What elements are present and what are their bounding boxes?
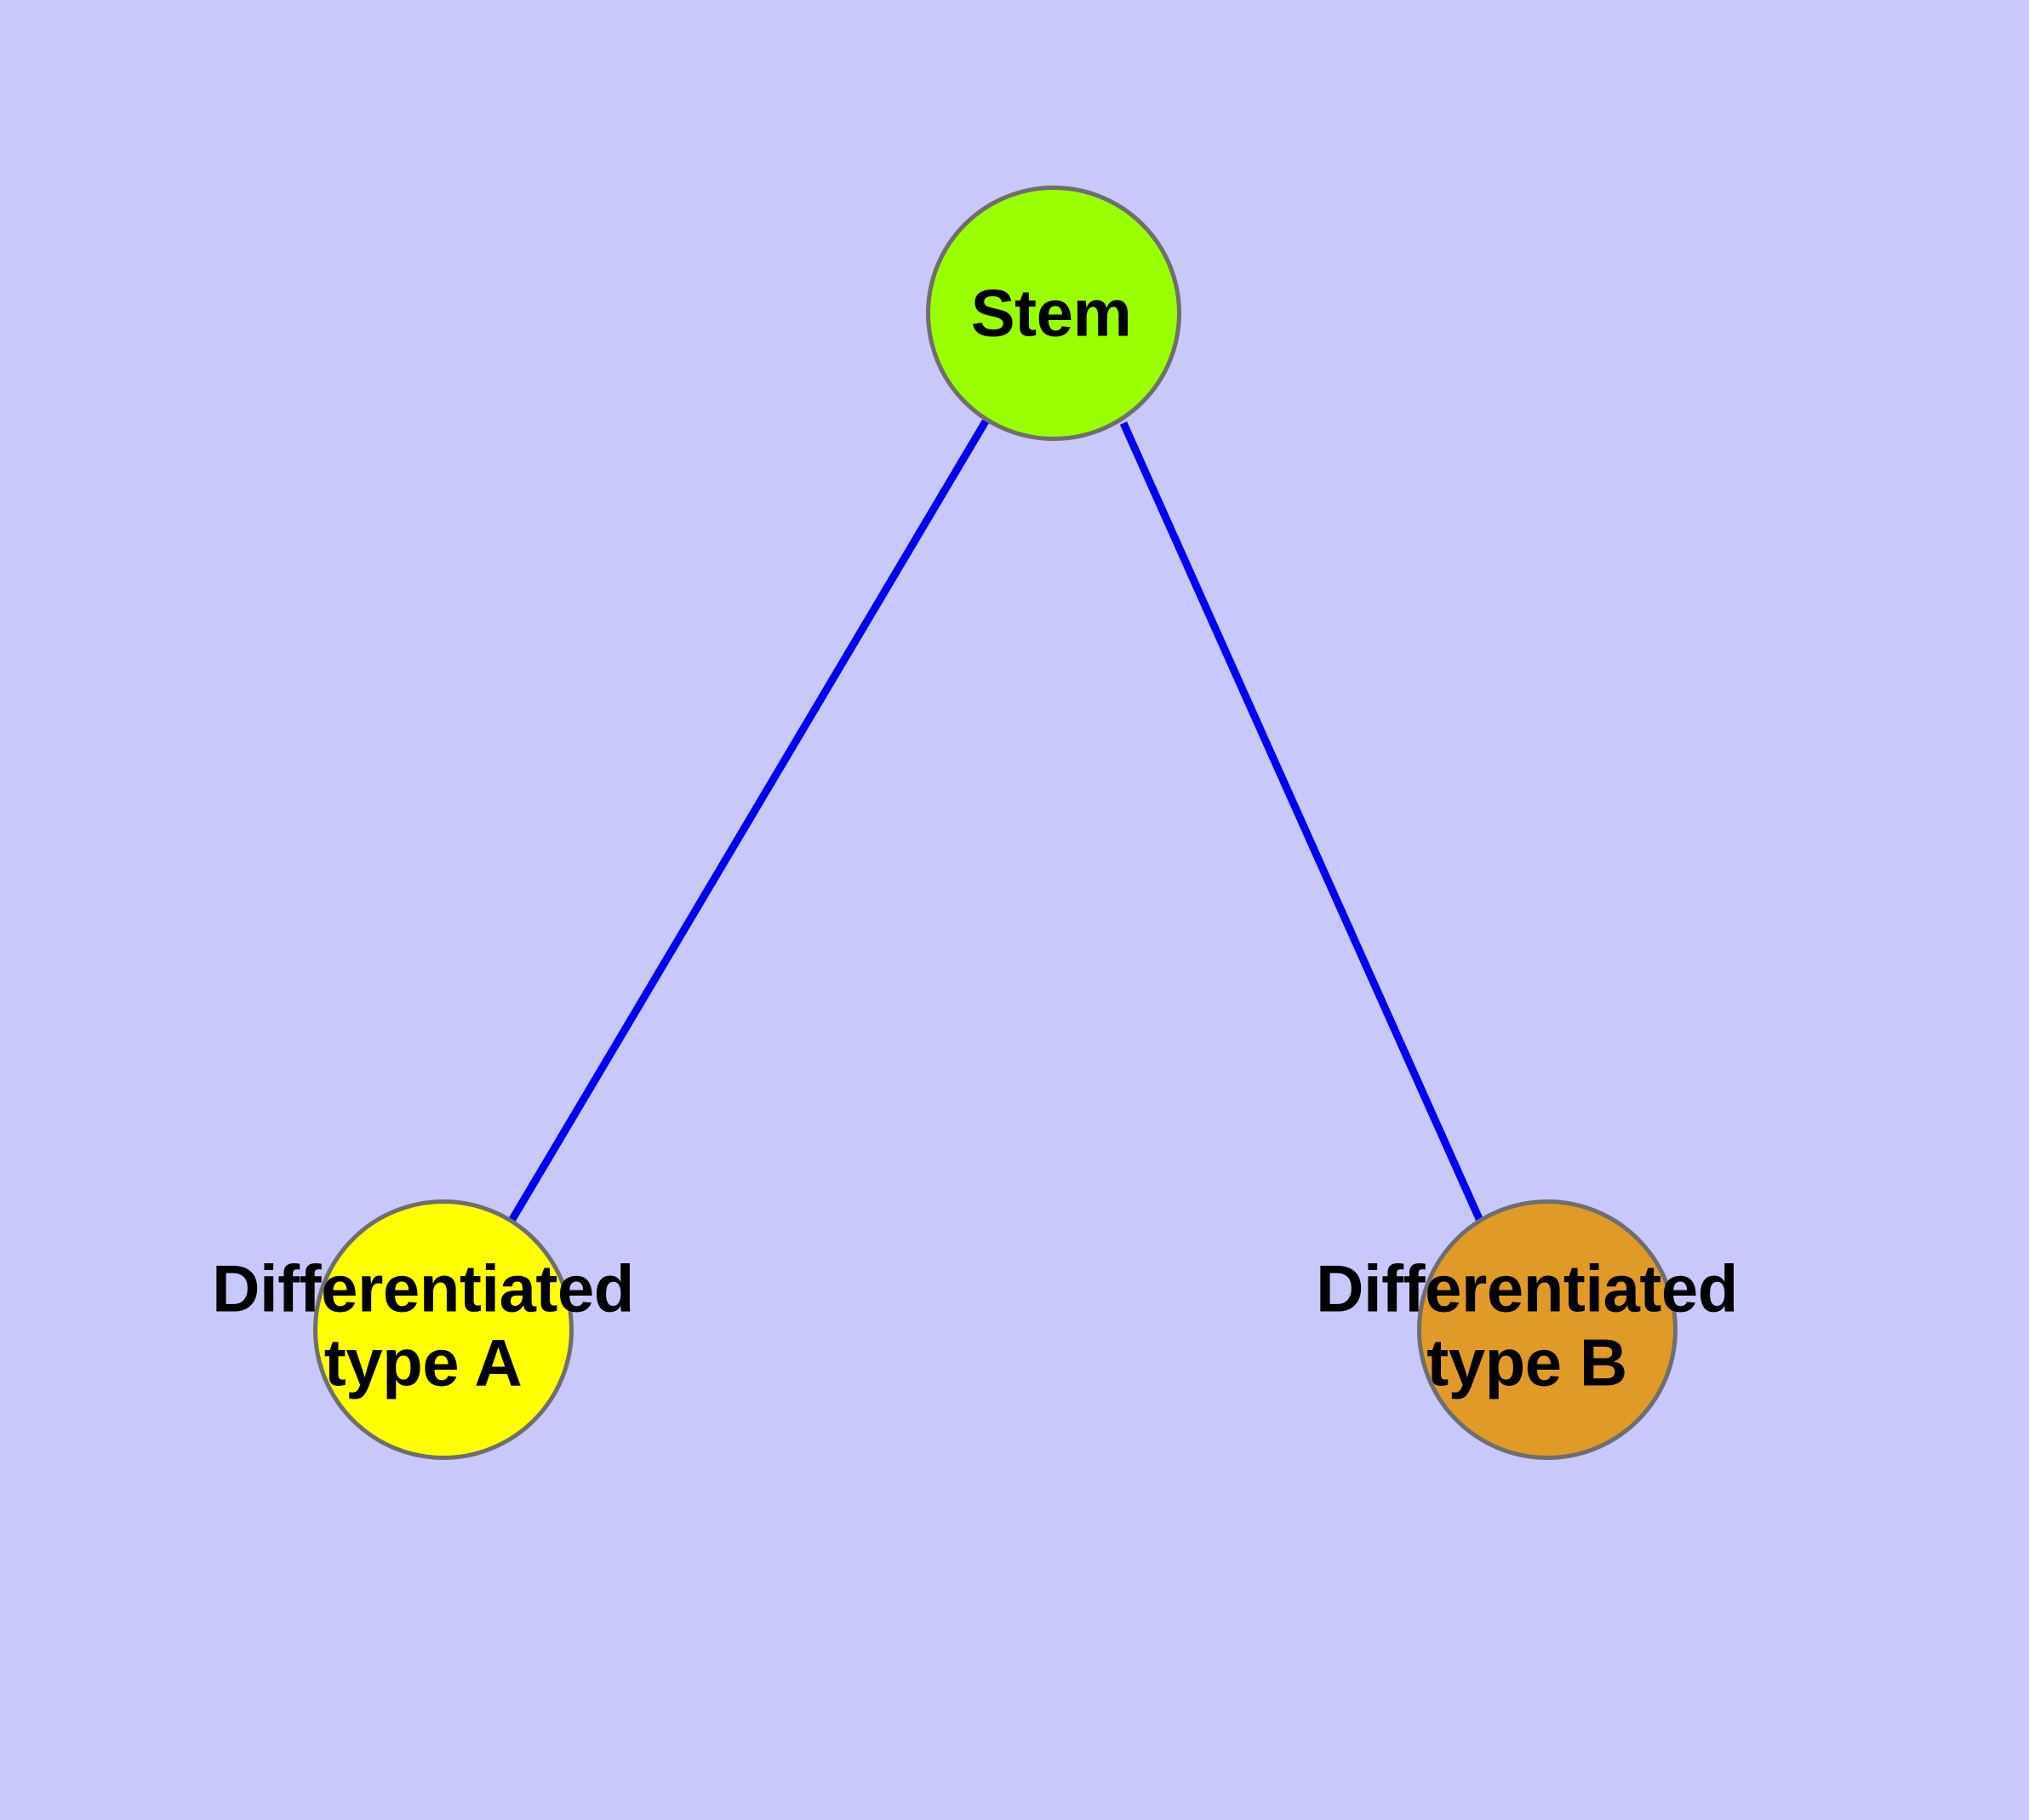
node-stem-label: Stem <box>970 275 1132 351</box>
edge-stem-to-differentiated-type-a <box>508 419 989 1223</box>
node-differentiated-type-a[interactable]: Differentiated type A <box>212 1199 634 1460</box>
edge-stem-to-differentiated-type-b <box>1119 421 1484 1222</box>
node-stem[interactable]: Stem <box>926 186 1181 441</box>
node-stem-label-line-1: Stem <box>970 275 1132 351</box>
node-differentiated-type-b[interactable]: Differentiated type B <box>1316 1199 1738 1460</box>
